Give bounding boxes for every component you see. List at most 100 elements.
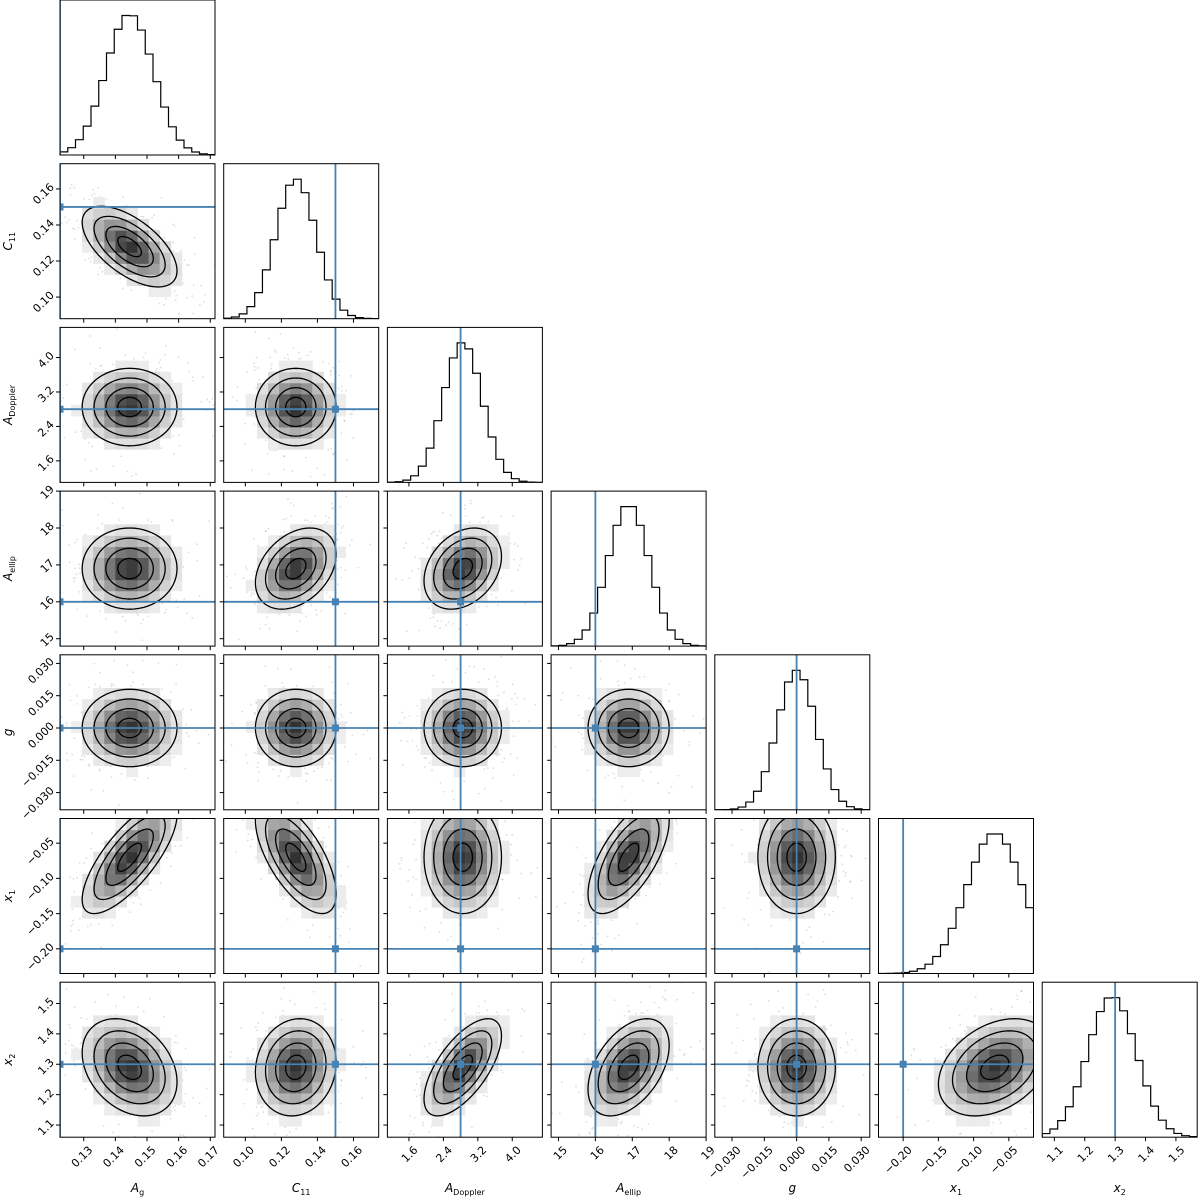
y-tick-label: 0.000 — [25, 720, 56, 751]
sample-point — [511, 834, 514, 836]
sample-point — [286, 493, 288, 495]
sample-point — [588, 697, 591, 700]
y-tick-label: −0.20 — [24, 940, 57, 973]
sample-point — [130, 685, 133, 688]
sample-point — [265, 804, 267, 806]
density-cell — [148, 851, 161, 864]
sample-point — [436, 619, 439, 622]
density-cell — [584, 907, 596, 919]
density-cell — [453, 754, 466, 767]
sample-point — [415, 728, 418, 731]
density-cell — [323, 896, 335, 908]
density-cell — [606, 688, 619, 700]
truth-marker — [60, 203, 64, 211]
density-cell — [256, 382, 269, 395]
sample-point — [195, 730, 198, 733]
sample-point — [264, 685, 267, 687]
sample-point — [100, 364, 103, 367]
density-cell — [82, 743, 94, 755]
sample-point — [330, 502, 333, 505]
sample-point — [190, 709, 193, 711]
sample-point — [257, 366, 259, 369]
density-cell — [148, 710, 161, 722]
sample-point — [400, 859, 403, 862]
sample-point — [77, 227, 80, 229]
sample-point — [287, 498, 289, 501]
density-cell — [115, 535, 127, 547]
sample-point — [68, 561, 71, 564]
density-cell — [290, 535, 302, 547]
density-cell — [159, 415, 172, 428]
sample-point — [784, 792, 786, 794]
sample-point — [511, 697, 513, 700]
density-cell — [781, 907, 793, 919]
sample-point — [423, 926, 426, 929]
density-cell — [170, 546, 183, 559]
sample-point — [166, 778, 168, 780]
sample-point — [347, 760, 350, 763]
density-cell — [82, 896, 94, 908]
sample-point — [211, 397, 214, 400]
sample-point — [65, 722, 68, 724]
density-cell — [431, 721, 444, 733]
sample-point — [231, 396, 234, 398]
density-cell — [267, 415, 280, 428]
sample-point — [579, 903, 582, 906]
density-cell — [93, 732, 105, 744]
density-cell — [606, 862, 619, 875]
sample-point — [192, 284, 195, 287]
density-cell — [82, 415, 94, 428]
sample-point — [614, 797, 616, 799]
sample-point — [100, 946, 102, 948]
sample-point — [344, 612, 347, 615]
sample-point — [434, 530, 437, 533]
sample-point — [664, 689, 667, 692]
sample-point — [266, 452, 269, 455]
sample-point — [68, 544, 70, 547]
sample-point — [500, 800, 503, 802]
density-cell — [442, 721, 455, 733]
sample-point — [172, 223, 175, 226]
sample-point — [337, 861, 340, 863]
sample-point — [329, 373, 332, 376]
sample-point — [70, 930, 72, 933]
sample-point — [415, 878, 418, 881]
density-cell — [267, 579, 280, 592]
sample-point — [481, 516, 483, 519]
sample-point — [415, 858, 418, 861]
density-cell — [487, 546, 499, 559]
sample-point — [274, 786, 276, 788]
density-cell — [82, 590, 94, 603]
truth-marker — [457, 945, 465, 953]
sample-point — [653, 814, 655, 816]
sample-point — [514, 703, 517, 706]
density-cell — [290, 721, 302, 733]
sample-point — [860, 879, 863, 882]
sample-point — [321, 766, 323, 769]
sample-point — [439, 776, 441, 778]
density-cell — [487, 710, 499, 722]
density-cell — [487, 818, 499, 831]
density-cell — [453, 829, 466, 842]
sample-point — [329, 369, 332, 372]
sample-point — [634, 897, 637, 900]
sample-point — [572, 890, 575, 893]
sample-point — [192, 379, 195, 382]
sample-point — [115, 328, 118, 331]
sample-point — [284, 357, 286, 359]
truth-marker — [331, 724, 339, 732]
sample-point — [309, 936, 312, 939]
sample-point — [800, 813, 802, 815]
density-cell — [93, 219, 105, 231]
density-cell — [115, 579, 127, 592]
sample-point — [658, 882, 661, 885]
density-cell — [104, 524, 116, 536]
sample-point — [648, 886, 651, 889]
density-cell — [301, 404, 313, 417]
contour — [452, 557, 474, 580]
density-cell — [126, 818, 138, 831]
sample-point — [446, 938, 449, 941]
sample-point — [621, 785, 624, 788]
density-cell — [126, 601, 138, 614]
density-cell — [126, 710, 138, 722]
